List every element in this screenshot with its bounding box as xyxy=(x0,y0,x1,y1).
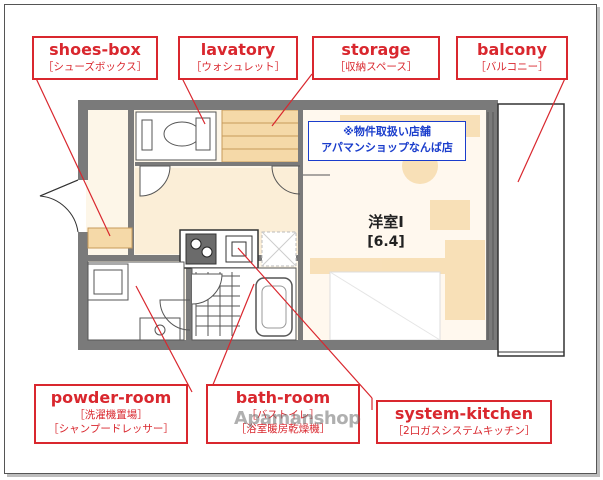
powder-room-label-jp1: ［洗濯機置場］ xyxy=(74,409,148,421)
shoes-box-unit xyxy=(87,227,133,249)
storage-label: storage ［収納スペース］ xyxy=(312,36,440,80)
powder-room-label-jp2: ［シャンプードレッサー］ xyxy=(48,423,174,435)
balcony-label: balcony ［バルコニー］ xyxy=(456,36,568,80)
room-name: 洋室Ⅰ xyxy=(368,213,404,231)
lavatory-label-en: lavatory xyxy=(200,40,276,59)
bath-room-label-jp1: ［バストイレ］ xyxy=(246,409,320,421)
watermark: Apamanshop xyxy=(234,408,361,429)
system-kitchen-label-jp: ［2口ガスシステムキッチン］ xyxy=(392,425,536,437)
system-kitchen-label-en: system-kitchen xyxy=(394,404,534,423)
balcony-label-jp: ［バルコニー］ xyxy=(475,61,549,73)
balcony-area xyxy=(497,103,565,357)
powder-door xyxy=(159,299,191,331)
lavatory-door xyxy=(139,165,171,197)
notice-line1: ※物件取扱い店舗 xyxy=(343,125,431,138)
storage-label-en: storage xyxy=(341,40,411,59)
system-kitchen-label: system-kitchen ［2口ガスシステムキッチン］ xyxy=(376,400,552,444)
lavatory-label-jp: ［ウォシュレット］ xyxy=(190,61,286,73)
bath-room-label-jp2: ［浴室暖房乾燥機］ xyxy=(235,423,331,435)
storage-label-jp: ［収納スペース］ xyxy=(334,61,418,73)
notice-box: ※物件取扱い店舗 アパマンショップなんば店 xyxy=(308,121,466,161)
bath-room-label: bath-room ［バストイレ］ ［浴室暖房乾燥機］ xyxy=(206,384,360,444)
powder-room-label: powder-room ［洗濯機置場］ ［シャンプードレッサー］ xyxy=(34,384,188,444)
entrance-door xyxy=(39,179,79,233)
room-label: 洋室Ⅰ [6.4] xyxy=(348,212,424,252)
gas-stove xyxy=(185,233,217,265)
powder-room-label-en: powder-room xyxy=(50,388,172,407)
balcony-label-en: balcony xyxy=(476,40,548,59)
bath-door xyxy=(191,273,223,305)
toilet-bowl xyxy=(163,121,201,147)
leader-lines xyxy=(33,73,568,410)
shoes-box-label-jp: ［シューズボックス］ xyxy=(42,61,148,73)
lavatory-label: lavatory ［ウォシュレット］ xyxy=(178,36,298,80)
shoes-box-label-en: shoes-box xyxy=(49,40,141,59)
notice-line2: アパマンショップなんば店 xyxy=(321,141,453,154)
shoes-box-label: shoes-box ［シューズボックス］ xyxy=(32,36,158,80)
bath-room-label-en: bath-room xyxy=(235,388,331,407)
room-size: [6.4] xyxy=(367,234,405,250)
